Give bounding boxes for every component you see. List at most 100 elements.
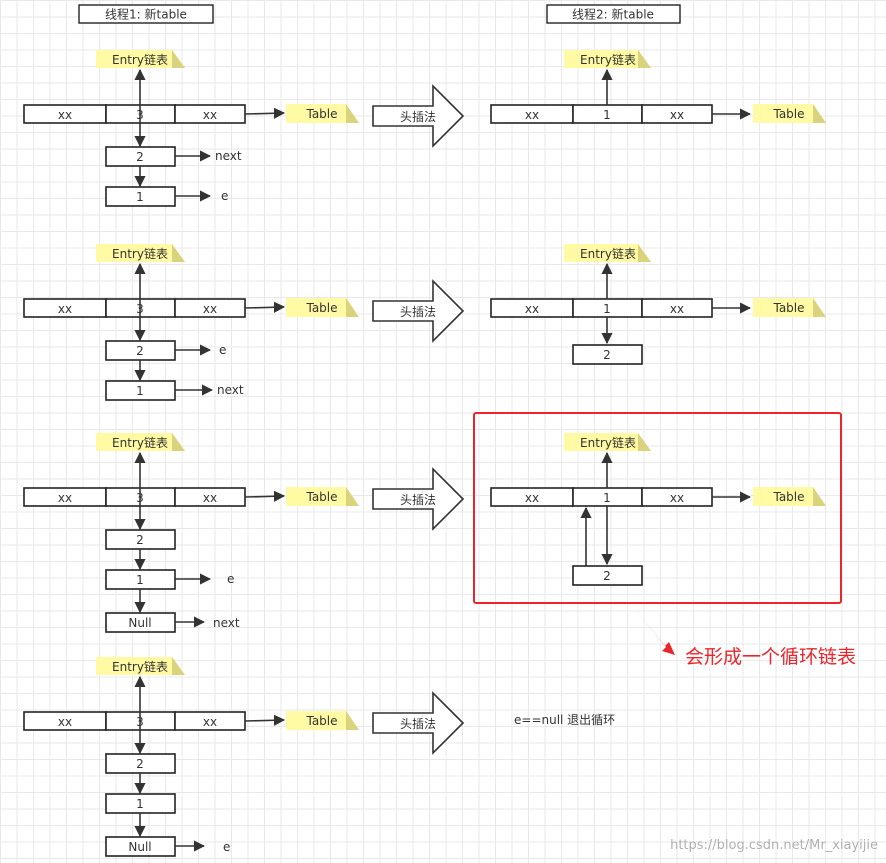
table-array: xx 3 xx xyxy=(23,711,246,731)
watermark: https://blog.csdn.net/Mr_xiayijie xyxy=(670,838,878,853)
svg-text:Table: Table xyxy=(305,714,337,728)
head-insert-arrow: 头插法 xyxy=(372,467,465,531)
row1-thread1: Entry链表 xx 3 xx Table 2 next 1 e xyxy=(23,50,359,207)
null-node: Null xyxy=(105,836,176,857)
svg-text:2: 2 xyxy=(603,569,611,583)
table-note: Table xyxy=(753,104,826,123)
array-cell-xx: xx xyxy=(203,108,217,122)
svg-text:Table: Table xyxy=(772,107,804,121)
table-array: xx 1 xx xyxy=(490,298,713,318)
svg-text:1: 1 xyxy=(136,384,144,398)
table-array: xx 1 xx xyxy=(490,487,713,507)
table-note: Table xyxy=(286,711,359,730)
table-array: xx 3 xx xyxy=(23,104,246,124)
exit-condition-note: e==null 退出循环 xyxy=(514,713,615,727)
row1-thread2: Entry链表 xx 1 xx Table xyxy=(490,50,826,124)
svg-text:Null: Null xyxy=(128,840,151,854)
svg-text:2: 2 xyxy=(136,150,144,164)
svg-text:xx: xx xyxy=(203,491,217,505)
entry-note: Entry链表 xyxy=(96,244,185,262)
table-note: Table xyxy=(286,298,359,317)
loop-warning: 会形成一个循环链表 xyxy=(685,646,856,668)
svg-text:xx: xx xyxy=(525,302,539,316)
svg-text:1: 1 xyxy=(136,190,144,204)
list-node: 2 xyxy=(105,340,176,361)
svg-text:1: 1 xyxy=(603,491,611,505)
table-array: xx 3 xx xyxy=(23,487,246,507)
callout-arrow xyxy=(634,608,675,655)
svg-text:Table: Table xyxy=(305,301,337,315)
svg-text:2: 2 xyxy=(136,757,144,771)
row4-thread1: Entry链表 xx 3 xx Table 2 1 N xyxy=(23,657,359,857)
svg-text:Entry链表: Entry链表 xyxy=(580,435,636,450)
head-insert-arrow: 头插法 xyxy=(372,279,465,343)
head-insert-arrow: 头插法 xyxy=(372,691,465,755)
list-node: 2 xyxy=(105,146,176,167)
e-pointer-label: e xyxy=(223,840,230,854)
svg-text:xx: xx xyxy=(58,491,72,505)
svg-text:Entry链表: Entry链表 xyxy=(580,52,636,67)
svg-text:xx: xx xyxy=(670,491,684,505)
list-node: 1 xyxy=(105,793,176,814)
table-note: Table xyxy=(286,487,359,506)
svg-text:xx: xx xyxy=(525,108,539,122)
e-pointer-label: e xyxy=(227,572,234,586)
next-pointer-label: next xyxy=(213,616,240,630)
svg-text:1: 1 xyxy=(136,797,144,811)
svg-text:Table: Table xyxy=(772,301,804,315)
svg-text:头插法: 头插法 xyxy=(400,493,436,507)
loop-callout: 会形成一个循环链表 xyxy=(634,608,856,668)
entry-label: Entry链表 xyxy=(112,52,168,67)
table-note: Table xyxy=(753,487,826,506)
svg-text:Entry链表: Entry链表 xyxy=(112,246,168,261)
table-array: xx 1 xx xyxy=(490,104,713,124)
entry-note: Entry链表 xyxy=(96,657,185,675)
thread1-header: 线程1: 新table xyxy=(78,4,214,24)
thread1-title: 线程1: 新table xyxy=(105,7,187,22)
svg-text:Null: Null xyxy=(128,616,151,630)
thread2-header: 线程2: 新table xyxy=(546,4,681,24)
svg-text:xx: xx xyxy=(670,302,684,316)
entry-note: Entry链表 xyxy=(564,244,651,262)
list-node: 1 xyxy=(105,569,176,590)
svg-text:xx: xx xyxy=(58,715,72,729)
table-array: xx 3 xx xyxy=(23,298,246,318)
list-node: 2 xyxy=(105,529,176,550)
e-pointer-label: e xyxy=(221,189,228,203)
entry-note: Entry链表 xyxy=(96,50,185,68)
svg-text:Entry链表: Entry链表 xyxy=(112,435,168,450)
svg-text:xx: xx xyxy=(670,108,684,122)
thread2-title: 线程2: 新table xyxy=(572,7,654,22)
svg-text:1: 1 xyxy=(136,573,144,587)
svg-text:xx: xx xyxy=(203,302,217,316)
entry-note: Entry链表 xyxy=(564,50,651,68)
array-cell-xx: xx xyxy=(58,108,72,122)
row3-thread1: Entry链表 xx 3 xx Table 2 1 e xyxy=(23,433,359,633)
svg-text:xx: xx xyxy=(58,302,72,316)
svg-text:1: 1 xyxy=(603,302,611,316)
list-node: 2 xyxy=(105,753,176,774)
svg-text:xx: xx xyxy=(203,715,217,729)
entry-note: Entry链表 xyxy=(96,433,185,451)
svg-text:Entry链表: Entry链表 xyxy=(580,246,636,261)
next-pointer-label: next xyxy=(217,383,244,397)
null-node: Null xyxy=(105,612,176,633)
e-pointer-label: e xyxy=(219,343,226,357)
loop-highlight-frame xyxy=(473,412,842,604)
svg-text:头插法: 头插法 xyxy=(400,110,436,124)
svg-text:1: 1 xyxy=(603,108,611,122)
row3-thread2-loop: Entry链表 xx 1 xx Table 2 xyxy=(473,412,842,604)
table-note: Table xyxy=(286,104,359,123)
row2-thread1: Entry链表 xx 3 xx Table 2 e 1 next xyxy=(23,244,359,401)
svg-text:头插法: 头插法 xyxy=(400,717,436,731)
svg-text:2: 2 xyxy=(136,533,144,547)
svg-text:Table: Table xyxy=(305,490,337,504)
table-label: Table xyxy=(305,107,337,121)
list-node: 2 xyxy=(572,344,643,365)
svg-text:2: 2 xyxy=(136,344,144,358)
list-node: 1 xyxy=(105,186,176,207)
table-note: Table xyxy=(753,298,826,317)
row2-thread2: Entry链表 xx 1 xx Table 2 xyxy=(490,244,826,365)
svg-text:头插法: 头插法 xyxy=(400,305,436,319)
